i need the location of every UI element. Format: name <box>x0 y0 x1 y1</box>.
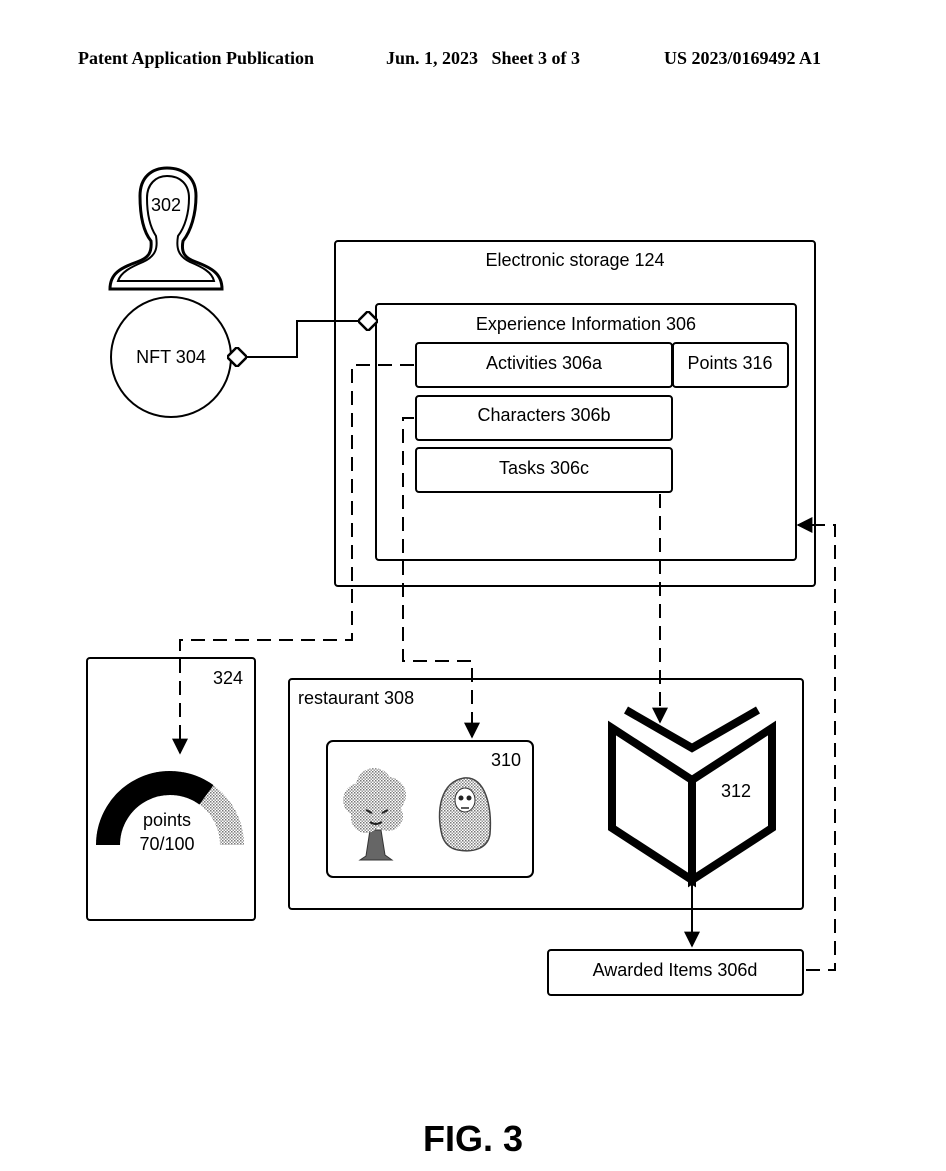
awarded-items-to-storage-arrow <box>796 517 836 971</box>
tasks-box <box>415 447 673 493</box>
header-patent-number: US 2023/0169492 A1 <box>664 48 822 68</box>
electronic-storage-label: Electronic storage 124 <box>485 250 664 270</box>
user-label: 302 <box>151 195 181 215</box>
figure-caption: FIG. 3 <box>423 1118 523 1159</box>
awarded-items-label: Awarded Items 306d <box>593 960 758 980</box>
activities-label: Activities 306a <box>486 353 603 373</box>
reaper-character-icon <box>438 777 492 852</box>
header-date-sheet: Jun. 1, 2023 Sheet 3 of 3 <box>386 48 581 68</box>
gauge-text: points <box>143 810 191 830</box>
user-silhouette-icon: 302 <box>108 166 224 291</box>
activities-to-gauge-arrow <box>172 364 414 755</box>
points-box <box>672 342 789 388</box>
points-label: Points 316 <box>687 353 772 373</box>
nft-circle: NFT 304 <box>110 296 232 418</box>
tasks-label: Tasks 306c <box>499 458 589 478</box>
header-publication-type: Patent Application Publication <box>78 48 315 68</box>
points-gauge-box-label: 324 <box>213 668 243 688</box>
gauge-value: 70/100 <box>139 834 194 854</box>
nft-experience-connector <box>237 321 368 357</box>
nft-label: NFT 304 <box>136 347 206 367</box>
characters-scene-label: 310 <box>491 750 521 770</box>
tree-character-icon <box>343 768 406 861</box>
experience-information-label: Experience Information 306 <box>476 314 696 334</box>
awarded-items-box <box>547 949 804 996</box>
book-label: 312 <box>721 781 751 801</box>
gauge-fill <box>96 771 214 846</box>
book-icon: 312 <box>608 706 776 888</box>
restaurant-label: restaurant 308 <box>298 688 414 708</box>
characters-box <box>415 395 673 441</box>
characters-to-scene-arrow <box>402 417 480 739</box>
characters-label: Characters 306b <box>477 405 610 425</box>
